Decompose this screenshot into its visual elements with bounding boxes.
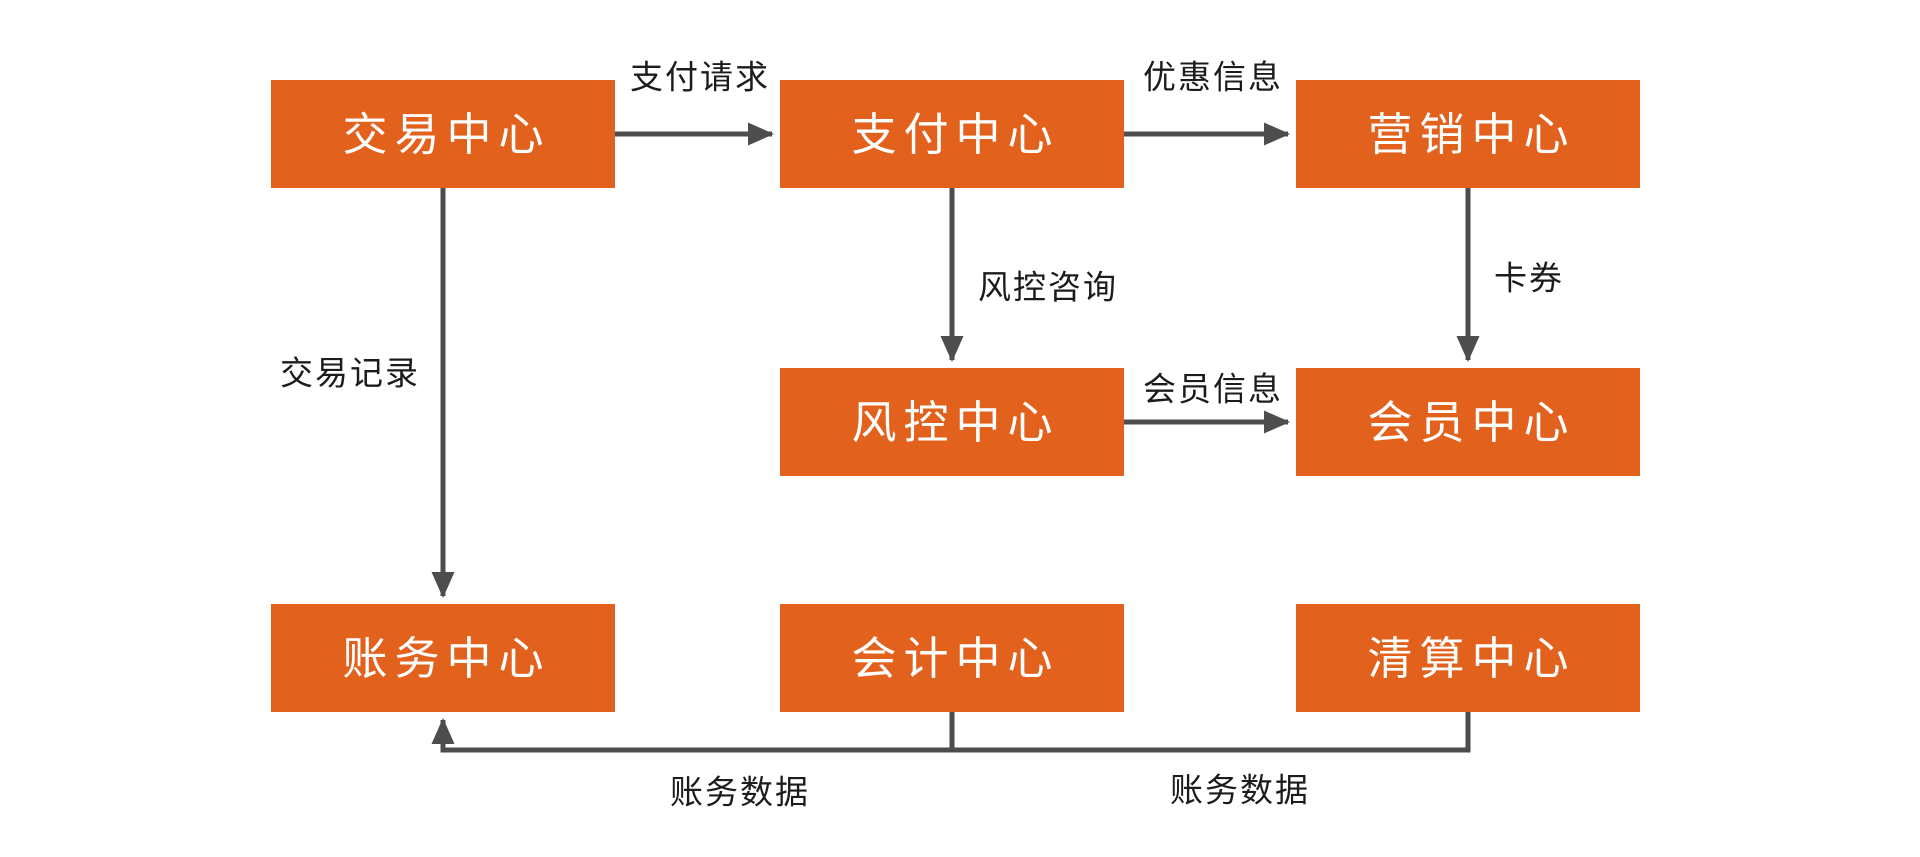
- edge-label-member-info: 会员信息: [1143, 370, 1283, 408]
- node-trade-center-label: 交易中心: [342, 108, 551, 160]
- edge-label-billing-data-right: 账务数据: [1170, 771, 1310, 809]
- edge-clearing-to-billing-line: [431, 710, 1471, 753]
- node-billing-center[interactable]: 账务中心: [271, 604, 615, 712]
- node-risk-center[interactable]: 风控中心: [780, 368, 1124, 476]
- node-marketing-center[interactable]: 营销中心: [1296, 80, 1640, 188]
- edge-label-card-coupon: 卡券: [1494, 259, 1564, 297]
- node-payment-center[interactable]: 支付中心: [780, 80, 1124, 188]
- node-member-center-label: 会员中心: [1367, 396, 1576, 448]
- edge-label-risk-consult: 风控咨询: [978, 268, 1118, 306]
- node-trade-center[interactable]: 交易中心: [271, 80, 615, 188]
- edge-label-billing-data-left: 账务数据: [670, 773, 810, 811]
- node-accounting-center-label: 会计中心: [851, 632, 1060, 684]
- node-member-center[interactable]: 会员中心: [1296, 368, 1640, 476]
- node-marketing-center-label: 营销中心: [1367, 108, 1576, 160]
- edge-label-discount-info: 优惠信息: [1143, 58, 1283, 96]
- node-accounting-center[interactable]: 会计中心: [780, 604, 1124, 712]
- node-clearing-center-label: 清算中心: [1367, 632, 1576, 684]
- node-payment-center-label: 支付中心: [851, 108, 1060, 160]
- node-billing-center-label: 账务中心: [342, 632, 551, 684]
- edge-label-trade-record: 交易记录: [280, 354, 420, 392]
- node-clearing-center[interactable]: 清算中心: [1296, 604, 1640, 712]
- node-risk-center-label: 风控中心: [851, 396, 1060, 448]
- edge-label-payment-request: 支付请求: [630, 58, 770, 96]
